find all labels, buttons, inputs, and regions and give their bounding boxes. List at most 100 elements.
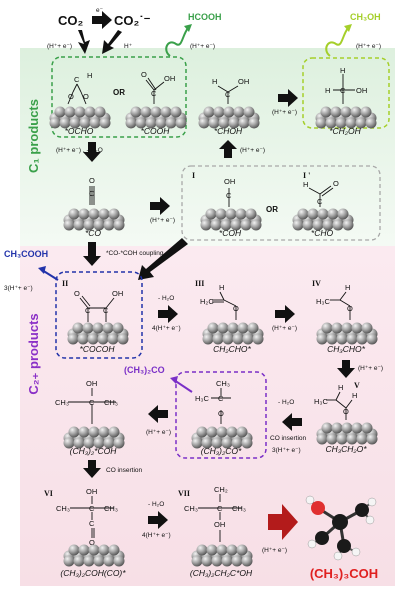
svg-text:CH₃: CH₃ bbox=[55, 398, 69, 407]
co2-radical-label: CO₂˙⁻ bbox=[114, 13, 151, 28]
co-structure: O C bbox=[63, 176, 125, 231]
ocho-cooh-box bbox=[51, 56, 187, 138]
roman-V: V bbox=[354, 381, 360, 390]
step6-3he-label: 3(H⁺+ e⁻) bbox=[272, 447, 301, 454]
ch3oh-curly-arrow bbox=[325, 27, 349, 57]
svg-text:OH: OH bbox=[86, 487, 97, 496]
ocho-to-co-arrow bbox=[83, 142, 101, 162]
svg-text:H: H bbox=[87, 71, 92, 80]
coh-choh-h-e-label: (H⁺+ e⁻) bbox=[240, 147, 265, 154]
electron-label: e⁻ bbox=[96, 7, 104, 14]
svg-text:CH₃: CH₃ bbox=[56, 504, 70, 513]
cooh-label: *COOH bbox=[141, 126, 171, 136]
svg-text:O: O bbox=[89, 176, 95, 185]
or-label-1: OR bbox=[113, 88, 125, 97]
svg-text:C: C bbox=[317, 197, 323, 206]
co-label: *CO bbox=[85, 228, 101, 238]
roman-VI: VI bbox=[44, 489, 53, 498]
co-coh-h-e-label: (H⁺+ e⁻) bbox=[150, 217, 175, 224]
ch3cho-structure: H₃CH O bbox=[316, 283, 378, 345]
ch2cho-label: CH₂CHO* bbox=[213, 344, 251, 354]
svg-text:OH: OH bbox=[86, 379, 97, 388]
co2-radical-down-arrow bbox=[102, 30, 122, 54]
coh-label: *COH bbox=[219, 228, 242, 238]
svg-text:C: C bbox=[85, 306, 91, 315]
svg-text:C: C bbox=[103, 306, 109, 315]
svg-text:CH₃: CH₃ bbox=[104, 398, 118, 407]
svg-text:O: O bbox=[68, 92, 74, 101]
svg-text:CH₃: CH₃ bbox=[216, 379, 230, 388]
cocoh-label: *COCOH bbox=[80, 344, 116, 354]
header-h-e-label: (H⁺+ e⁻) bbox=[47, 43, 72, 50]
svg-text:CH₂: CH₂ bbox=[214, 485, 228, 494]
choh-h-e-label: (H⁺+ e⁻) bbox=[272, 109, 297, 116]
cocoh-structure: O OH C C bbox=[67, 289, 129, 345]
ch32co-product-arrow bbox=[173, 379, 193, 393]
roman-IV: IV bbox=[312, 279, 321, 288]
svg-text:H: H bbox=[338, 383, 343, 392]
svg-text:O: O bbox=[343, 407, 349, 416]
svg-text:O: O bbox=[83, 92, 89, 101]
svg-text:C: C bbox=[151, 89, 157, 98]
final-arrow bbox=[268, 504, 298, 540]
step5-h-e-label: (H⁺+ e⁻) bbox=[358, 365, 383, 372]
final-product: (CH₃)₃COH bbox=[310, 566, 378, 581]
roman-II: II bbox=[62, 279, 68, 288]
ch32coh-label: (CH₃)₂*COH bbox=[70, 446, 118, 456]
ch3cooh-h-e-label: 3(H⁺+ e⁻) bbox=[4, 285, 33, 292]
svg-text:C: C bbox=[89, 504, 95, 513]
ch3cooh-arrow bbox=[41, 269, 59, 281]
hcooh-curly-arrow bbox=[165, 27, 189, 57]
ch3cho-to-ch3ch2o-arrow bbox=[337, 360, 355, 378]
header-h-plus-label: H⁺ bbox=[124, 43, 133, 50]
svg-text:CH₃: CH₃ bbox=[104, 504, 118, 513]
ch32co-product: (CH₃)₂CO bbox=[124, 365, 165, 375]
coh-to-cocoh-arrow bbox=[138, 238, 188, 280]
ch3ch2o-label: CH₃CH₂O* bbox=[325, 444, 367, 454]
step9-h2o-label: - H₂O bbox=[148, 501, 164, 508]
svg-text:C: C bbox=[225, 90, 231, 99]
roman-I-prime: I ' bbox=[303, 171, 310, 180]
ch32co-to-ch32coh-arrow bbox=[148, 405, 168, 423]
hcooh-product: HCOOH bbox=[188, 12, 222, 22]
svg-text:OH: OH bbox=[214, 520, 225, 529]
svg-text:O: O bbox=[89, 538, 95, 547]
svg-text:OH: OH bbox=[238, 77, 249, 86]
step4-h-e-label: (H⁺+ e⁻) bbox=[272, 325, 297, 332]
ch3oh-h-e-label: (H⁺+ e⁻) bbox=[356, 43, 381, 50]
step3-4he-label: 4(H⁺+ e⁻) bbox=[152, 325, 181, 332]
svg-text:C: C bbox=[74, 75, 80, 84]
ch3oh-product: CH₃OH bbox=[350, 12, 381, 22]
svg-text:H₃C: H₃C bbox=[314, 397, 328, 406]
ch32co-label: (CH₃)₂CO* bbox=[201, 446, 242, 456]
cho-label: *CHO bbox=[311, 228, 334, 238]
coh-to-choh-arrow bbox=[219, 140, 237, 158]
ch3cooh-product: CH₃COOH bbox=[4, 249, 48, 259]
svg-text:H: H bbox=[340, 66, 345, 75]
step10-h-e-label: (H⁺+ e⁻) bbox=[262, 547, 287, 554]
coh-cho-box bbox=[181, 165, 381, 241]
svg-text:H: H bbox=[345, 283, 350, 292]
svg-text:H₃C: H₃C bbox=[195, 394, 209, 403]
svg-text:H: H bbox=[303, 180, 308, 189]
svg-text:O: O bbox=[141, 70, 147, 79]
ch2oh-label: *CH₂OH bbox=[329, 126, 361, 136]
svg-text:O: O bbox=[347, 304, 353, 313]
svg-text:C: C bbox=[226, 191, 232, 200]
svg-text:O: O bbox=[74, 289, 80, 298]
svg-text:H: H bbox=[352, 391, 357, 400]
svg-text:O: O bbox=[233, 304, 239, 313]
choh-label: *CHOH bbox=[214, 126, 243, 136]
ch32cohco-label: (CH₃)₂COH(CO)* bbox=[60, 568, 126, 578]
svg-text:OH: OH bbox=[112, 289, 123, 298]
coh-structure: OH C bbox=[200, 177, 262, 231]
step8-co-insertion-label: CO insertion bbox=[106, 467, 143, 474]
